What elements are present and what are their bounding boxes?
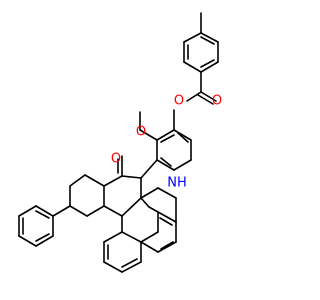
ester-oxygen-label: O — [174, 94, 184, 109]
ketone-oxygen-label: O — [111, 152, 121, 167]
methoxy-oxygen-label: O — [136, 125, 146, 140]
atom-labels: O O O O NH — [111, 94, 222, 191]
bond-lines — [18, 12, 219, 273]
carbonyl-oxygen-label: O — [212, 94, 222, 109]
amine-label: NH — [167, 176, 187, 191]
chemical-structure: O O O O NH — [18, 12, 222, 273]
